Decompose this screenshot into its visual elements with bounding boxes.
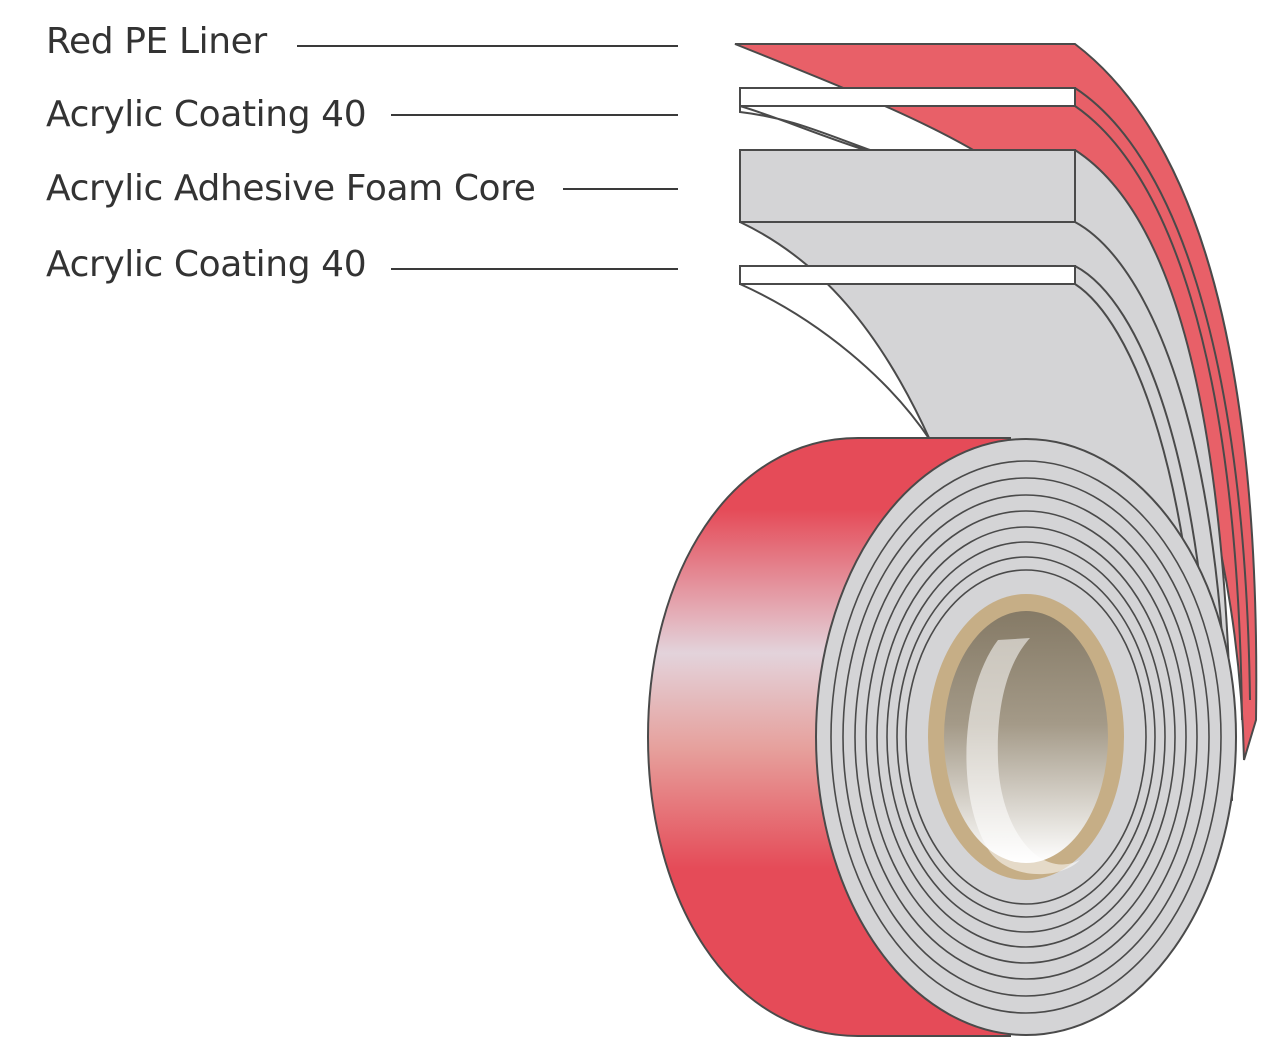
- core-hole-inner-wall: [966, 638, 1080, 875]
- leader-line-foam-core: [563, 188, 678, 190]
- label-acrylic-coating-top: Acrylic Coating 40: [46, 94, 367, 135]
- acrylic-coating-bottom-curve-a: [739, 283, 931, 441]
- top-coating-curve-a: [1074, 87, 1251, 701]
- acrylic-coating-top-section: [739, 87, 1076, 107]
- label-acrylic-coating-bottom: Acrylic Coating 40: [46, 244, 367, 285]
- acrylic-coating-top-underside: [739, 104, 871, 151]
- label-red-pe-liner: Red PE Liner: [46, 21, 267, 62]
- foam-core-section: [739, 149, 1076, 223]
- label-foam-core: Acrylic Adhesive Foam Core: [46, 168, 536, 209]
- wound-tape-rings: [830, 460, 1222, 1014]
- leader-line-acrylic-coating-bottom: [391, 268, 678, 270]
- leader-line-acrylic-coating-top: [391, 114, 678, 116]
- leader-line-red-pe-liner: [297, 45, 678, 47]
- top-coating-curve-b: [1074, 105, 1243, 721]
- acrylic-coating-bottom-section: [739, 265, 1076, 285]
